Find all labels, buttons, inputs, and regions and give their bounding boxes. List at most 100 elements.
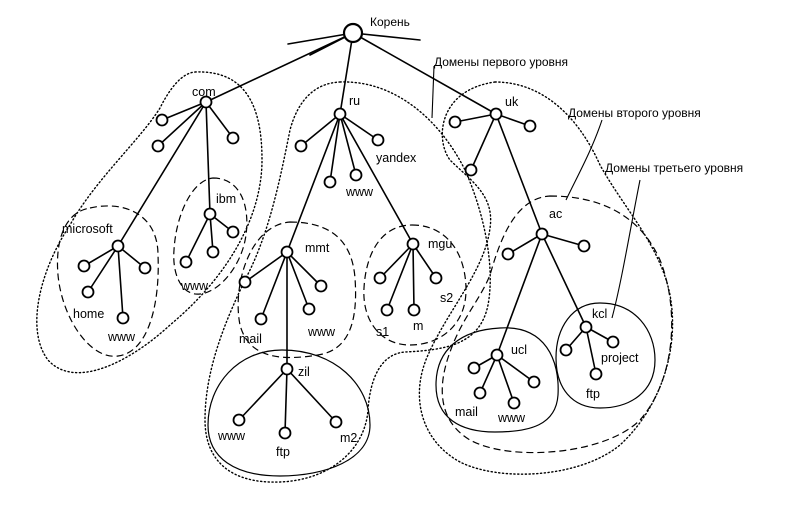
node-www-zil	[232, 413, 246, 427]
node-mgu	[406, 237, 420, 251]
node-ru-leaf	[323, 175, 337, 189]
node-uk	[489, 107, 503, 121]
com-level1-region	[36, 71, 263, 374]
uk-level1-region	[418, 81, 674, 475]
node-microsoft	[111, 239, 125, 253]
caption-level1: Домены первого уровня	[434, 55, 568, 69]
label-mgu: mgu	[428, 237, 452, 251]
level3-leader	[611, 179, 641, 319]
node-mail-mmt	[254, 312, 268, 326]
level2-leader	[565, 119, 603, 201]
node-uk-leaf	[464, 163, 478, 177]
label-mail-ucl: mail	[455, 405, 478, 419]
root-node	[342, 22, 364, 44]
label-www-ucl: www	[497, 411, 526, 425]
node-microsoft-leaf	[138, 261, 152, 275]
regions	[36, 71, 674, 483]
label-m2: m2	[340, 431, 357, 445]
node-zil	[280, 362, 294, 376]
node-ac-leaf	[577, 239, 591, 253]
node-home	[81, 285, 95, 299]
edges	[83, 32, 614, 434]
node-ru	[333, 107, 347, 121]
node-m	[407, 303, 421, 317]
node-www-ibm	[179, 255, 193, 269]
node-www-mmt	[302, 302, 316, 316]
node-ibm-leaf	[226, 225, 240, 239]
node-ftp-kcl	[589, 367, 603, 381]
label-ucl: ucl	[511, 343, 527, 357]
root-label: Корень	[370, 15, 410, 29]
label-ftp-zil: ftp	[276, 445, 290, 459]
label-project: project	[601, 351, 639, 365]
label-s2: s2	[440, 291, 453, 305]
node-com-leaf	[151, 139, 165, 153]
label-ac: ac	[549, 207, 562, 221]
node-mmt-leaf	[314, 279, 328, 293]
node-mgu-leaf	[373, 271, 387, 285]
ac-level2-region	[441, 195, 673, 454]
node-ibm-leaf	[206, 245, 220, 259]
node-kcl-leaf	[559, 343, 573, 357]
label-com: com	[192, 85, 216, 99]
node-ac-leaf	[501, 247, 515, 261]
label-s1: s1	[376, 325, 389, 339]
node-uk-leaf	[523, 119, 537, 133]
node-kcl	[579, 320, 593, 334]
label-mail-mmt: mail	[239, 332, 262, 346]
label-ibm: ibm	[216, 192, 236, 206]
label-www-ibm: www	[180, 279, 209, 293]
node-m2	[329, 415, 343, 429]
ru-level1-region	[204, 81, 491, 483]
caption-level3: Домены третьего уровня	[605, 161, 743, 175]
node-ru-leaf	[294, 139, 308, 153]
node-ftp-zil	[278, 426, 292, 440]
ucl-level3-region	[435, 327, 559, 433]
label-zil: zil	[298, 365, 310, 379]
node-labels: com ru uk microsoft ibm yandex www mmt m…	[62, 85, 639, 459]
microsoft-level2-region	[56, 205, 159, 357]
node-project	[606, 335, 620, 349]
node-ucl-leaf	[467, 361, 481, 375]
label-ftp-kcl: ftp	[586, 387, 600, 401]
node-com-leaf	[155, 113, 169, 127]
node-com-leaf	[226, 131, 240, 145]
label-yandex: yandex	[376, 151, 417, 165]
label-uk: uk	[505, 95, 519, 109]
node-s2	[429, 271, 443, 285]
label-ru: ru	[349, 94, 360, 108]
node-ibm	[203, 207, 217, 221]
level1-leader	[431, 65, 435, 119]
label-mmt: mmt	[305, 241, 330, 255]
node-com	[199, 95, 213, 109]
node-uk-leaf	[448, 115, 462, 129]
node-www-ucl	[507, 396, 521, 410]
label-www-zil: www	[217, 429, 246, 443]
captions: Корень Домены первого уровня Домены втор…	[370, 15, 743, 175]
node-ac	[535, 227, 549, 241]
node-yandex	[371, 133, 385, 147]
ibm-level2-region	[173, 177, 248, 295]
node-microsoft-leaf	[77, 259, 91, 273]
label-www-mmt: www	[307, 325, 336, 339]
node-ucl	[490, 348, 504, 362]
node-www-microsoft	[116, 311, 130, 325]
label-home: home	[73, 307, 104, 321]
node-mmt	[280, 245, 294, 259]
mgu-level2-region	[363, 224, 467, 346]
label-m: m	[413, 319, 423, 333]
caption-level2: Домены второго уровня	[568, 106, 701, 120]
node-mail-ucl	[473, 386, 487, 400]
label-www-microsoft: www	[107, 330, 136, 344]
nodes	[77, 22, 620, 440]
node-mmt-leaf	[238, 275, 252, 289]
label-www-ru: www	[345, 185, 374, 199]
zil-level3-region	[207, 349, 371, 477]
kcl-level3-region	[555, 302, 656, 409]
caption-leaders	[431, 65, 641, 319]
node-s1	[380, 303, 394, 317]
label-microsoft: microsoft	[62, 222, 113, 236]
node-www-ru	[349, 168, 363, 182]
